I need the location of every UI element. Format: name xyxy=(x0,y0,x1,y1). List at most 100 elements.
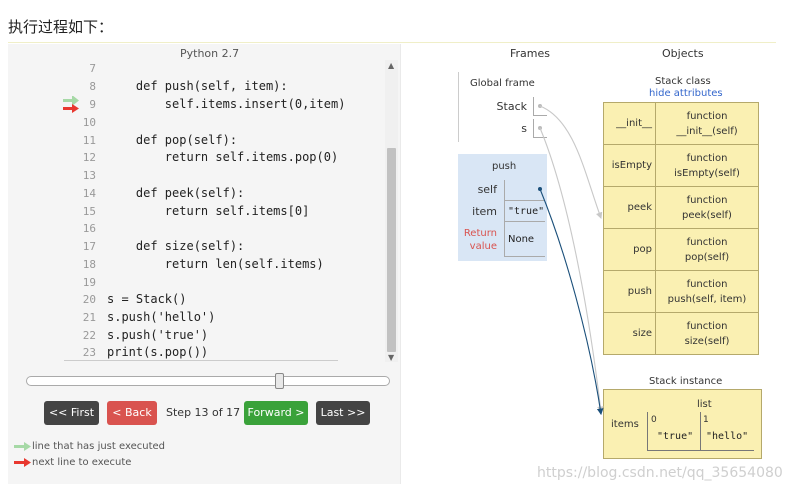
attr-key: __init__ xyxy=(603,102,656,145)
attr-key: peek xyxy=(603,186,656,229)
list-divider xyxy=(700,412,701,451)
watermark: https://blog.csdn.net/qq_35654080 xyxy=(537,465,783,481)
code-line: def pop(self): xyxy=(107,133,238,147)
attr-value: function __init__(self) xyxy=(655,102,759,145)
line-number: 18 xyxy=(82,258,96,271)
var-slot xyxy=(504,222,545,257)
attr-key: size xyxy=(603,312,656,355)
stack-instance-label: Stack instance xyxy=(649,376,723,387)
class-row: __init__ function __init__(self) xyxy=(603,102,759,145)
pointer-dot xyxy=(538,187,542,191)
list-index: 0 xyxy=(651,415,657,425)
attr-kind: function xyxy=(686,278,728,290)
list-index: 1 xyxy=(703,415,709,425)
code-line: return self.items[0] xyxy=(107,204,310,218)
class-row: isEmpty function isEmpty(self) xyxy=(603,144,759,187)
executed-arrow-icon xyxy=(63,96,79,106)
attr-kind: function xyxy=(686,320,728,332)
var-value: "true" xyxy=(508,206,545,217)
line-number: 8 xyxy=(89,80,96,93)
attr-signature: peek(self) xyxy=(682,209,732,221)
attr-signature: pop(self) xyxy=(684,251,730,263)
attr-kind: function xyxy=(686,152,728,164)
stack-class-label: Stack class xyxy=(655,76,711,87)
slider-handle[interactable] xyxy=(274,373,284,389)
list-value: "true" xyxy=(657,431,694,442)
attr-signature: isEmpty(self) xyxy=(674,167,740,179)
line-number: 19 xyxy=(82,276,96,289)
attr-value: function isEmpty(self) xyxy=(655,144,759,187)
code-line: self.items.insert(0,item) xyxy=(107,97,346,111)
step-counter: Step 13 of 17 xyxy=(166,406,241,419)
attr-signature: __init__(self) xyxy=(676,125,738,137)
push-frame xyxy=(458,154,547,261)
line-number: 10 xyxy=(82,116,96,129)
attr-kind: function xyxy=(686,194,728,206)
attr-key: push xyxy=(603,270,656,313)
pointer-dot xyxy=(538,104,542,108)
attr-signature: size(self) xyxy=(684,335,730,347)
class-row: size function size(self) xyxy=(603,312,759,355)
back-button[interactable]: < Back xyxy=(107,401,157,425)
stack-instance xyxy=(603,389,762,459)
last-button[interactable]: Last >> xyxy=(316,401,370,425)
code-line: s.push('hello') xyxy=(107,310,216,324)
line-number: 15 xyxy=(82,205,96,218)
code-line: def push(self, item): xyxy=(107,79,288,93)
code-divider xyxy=(64,360,338,361)
scroll-thumb[interactable] xyxy=(387,148,396,352)
push-frame-title: push xyxy=(492,161,517,172)
forward-button[interactable]: Forward > xyxy=(244,401,308,425)
attr-key: pop xyxy=(603,228,656,271)
code-line: def peek(self): xyxy=(107,186,245,200)
class-row: peek function peek(self) xyxy=(603,186,759,229)
line-number: 9 xyxy=(89,98,96,111)
attr-signature: push(self, item) xyxy=(667,293,747,305)
line-number: 21 xyxy=(82,311,96,324)
step-slider[interactable] xyxy=(26,376,390,386)
var-slot xyxy=(504,201,545,222)
objects-heading: Objects xyxy=(662,47,704,60)
return-value-label: Return value xyxy=(463,228,497,252)
divider xyxy=(8,42,776,43)
code-line: s.push('true') xyxy=(107,328,209,342)
code-line: return len(self.items) xyxy=(107,257,324,271)
attr-kind: function xyxy=(686,110,728,122)
pointer-dot xyxy=(538,126,542,130)
attr-value: function peek(self) xyxy=(655,186,759,229)
attr-value: function push(self, item) xyxy=(655,270,759,313)
line-number: 13 xyxy=(82,169,96,182)
var-name: s xyxy=(521,122,527,135)
var-value: None xyxy=(508,234,535,245)
code-line: return self.items.pop(0) xyxy=(107,150,339,164)
code-line: print(s.pop()) xyxy=(107,345,209,359)
attr-value: function pop(self) xyxy=(655,228,759,271)
frames-heading: Frames xyxy=(510,47,551,60)
code-line: def size(self): xyxy=(107,239,245,253)
global-frame xyxy=(458,72,547,142)
attr-value: function size(self) xyxy=(655,312,759,355)
line-number: 16 xyxy=(82,222,96,235)
scroll-up-icon[interactable]: ▲ xyxy=(388,61,395,70)
line-number: 14 xyxy=(82,187,96,200)
hide-attributes-link[interactable]: hide attributes xyxy=(649,88,723,99)
language-title: Python 2.7 xyxy=(180,47,240,60)
instance-attr-key: items xyxy=(611,419,639,430)
first-button[interactable]: << First xyxy=(44,401,99,425)
code-line: s = Stack() xyxy=(107,292,187,306)
var-name: Stack xyxy=(496,100,527,113)
line-number: 12 xyxy=(82,151,96,164)
section-heading: 执行过程如下： xyxy=(8,18,114,36)
line-number: 11 xyxy=(82,134,96,147)
class-row: pop function pop(self) xyxy=(603,228,759,271)
var-name: item xyxy=(472,205,497,218)
scroll-down-icon[interactable]: ▼ xyxy=(388,353,395,362)
attr-key: isEmpty xyxy=(603,144,656,187)
var-slot xyxy=(504,180,545,201)
var-name: self xyxy=(477,183,497,196)
legend-next: next line to execute xyxy=(32,457,132,468)
line-number: 7 xyxy=(89,62,96,75)
attr-kind: function xyxy=(686,236,728,248)
global-frame-title: Global frame xyxy=(470,78,535,89)
